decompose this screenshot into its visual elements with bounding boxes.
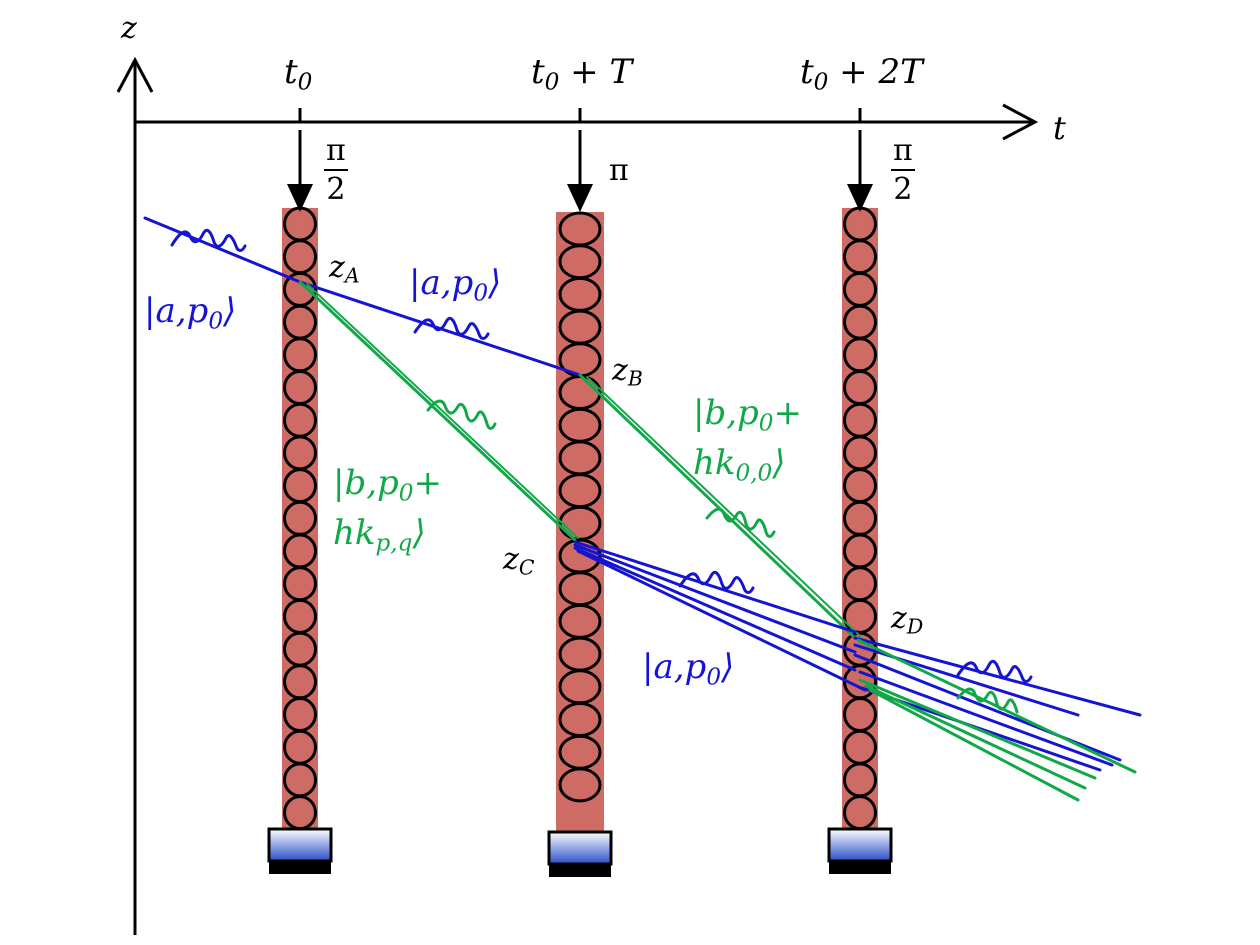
- pulse-label-1-numerator: π: [326, 133, 346, 168]
- point-label-zD: zD: [891, 601, 924, 639]
- z-axis-label: z: [121, 11, 137, 46]
- state-label-initial: |a,p0⟩: [144, 291, 237, 335]
- trajectory-a-incoming: [143, 216, 302, 284]
- trajectory-b-lower-2: [306, 283, 579, 539]
- t-axis-arrowhead: [1002, 103, 1039, 141]
- laser-sources: [267, 827, 893, 877]
- pulse-label-3: π 2: [891, 136, 915, 205]
- lattice-beam-1: [282, 206, 318, 831]
- pulse-arrow-3: [847, 130, 873, 212]
- wavepacket-a-incoming: [170, 228, 247, 252]
- trajectory-b-upper-2: [586, 376, 861, 637]
- output-a-1: [853, 636, 1142, 717]
- output-b-3: [864, 684, 1087, 790]
- t-axis-label: t: [1053, 109, 1066, 147]
- trajectory-b-upper: [578, 373, 857, 640]
- wavepacket-a-after-c: [678, 570, 755, 594]
- laser-source-icon: [547, 830, 613, 877]
- time-label-t0-plus-T: t0 + T: [531, 52, 633, 96]
- z-axis-arrowhead: [116, 56, 154, 93]
- laser-source-icon: [267, 827, 333, 874]
- time-label-t0: t0: [284, 52, 313, 96]
- state-label-upper-kicked-line1: |b,p0+: [693, 393, 802, 437]
- pulse-label-1-denominator: 2: [326, 172, 346, 207]
- lattice-site: [558, 767, 602, 803]
- point-label-zC: zC: [503, 542, 535, 580]
- trajectory-a-from-c-3: [573, 546, 857, 672]
- state-label-lower-arm-line2: hkp,q⟩: [333, 513, 426, 557]
- point-label-zA: zA: [329, 250, 360, 288]
- laser-source-icon: [827, 827, 893, 874]
- trajectories: [143, 216, 1142, 802]
- axes: [116, 56, 1039, 935]
- time-label-t0-plus-2T: t0 + 2T: [800, 52, 923, 96]
- wavepacket-b-output: [956, 687, 1019, 714]
- state-label-after-c: |a,p0⟩: [642, 647, 735, 691]
- wavepacket-a-output: [956, 659, 1033, 683]
- wavepacket-b-upper: [705, 507, 776, 538]
- pulse-arrow-1: [287, 130, 313, 212]
- wavepackets: [170, 228, 1033, 714]
- state-label-lower-arm-line1: |b,p0+: [333, 463, 442, 507]
- pulse-label-3-numerator: π: [893, 133, 913, 168]
- state-label-upper-arm: |a,p0⟩: [409, 263, 502, 307]
- pulse-label-2: π: [609, 153, 629, 188]
- trajectory-a-from-c-4: [576, 549, 867, 692]
- point-label-zB: zB: [612, 353, 643, 391]
- wavepacket-a-upper: [413, 316, 490, 340]
- output-b-4: [868, 688, 1080, 802]
- state-label-upper-kicked-line2: hk0,0⟩: [693, 443, 786, 487]
- pulse-label-1: π 2: [324, 136, 348, 205]
- trajectory-a-from-c-2: [573, 543, 857, 654]
- lattice-beam-3: [842, 206, 878, 831]
- pulse-arrows: [287, 130, 873, 212]
- pulse-arrow-2: [567, 130, 593, 212]
- lattice-beam-2: [556, 211, 604, 832]
- trajectory-b-lower: [298, 280, 577, 542]
- lattice-beams: [282, 206, 878, 832]
- output-b-2: [858, 678, 1097, 780]
- trajectory-a-from-c-1: [573, 540, 857, 634]
- output-a-4: [858, 670, 1114, 767]
- pulse-label-3-denominator: 2: [893, 172, 913, 207]
- wavepacket-b-lower: [426, 399, 497, 430]
